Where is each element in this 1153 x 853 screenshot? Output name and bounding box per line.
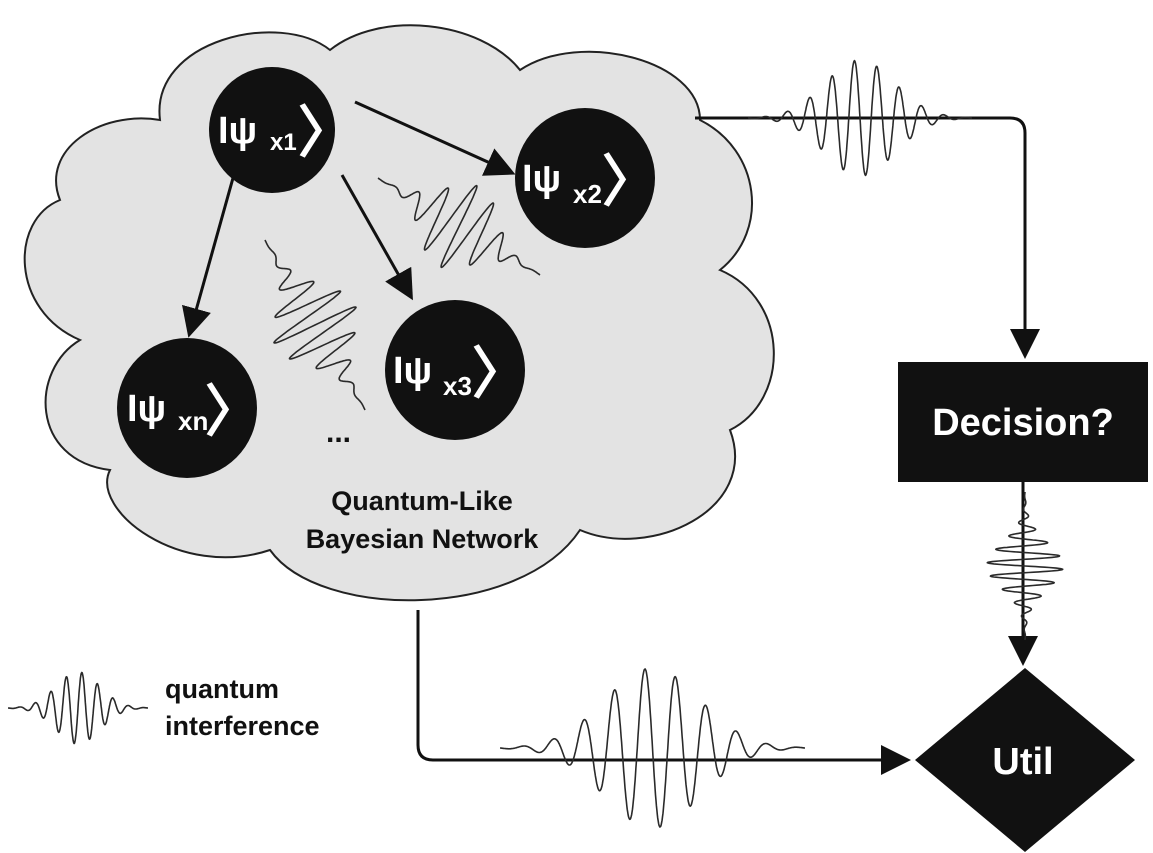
arrow-x1-to-xn bbox=[182, 177, 235, 338]
node-x1-psi: Iψ bbox=[218, 110, 257, 152]
interference-wave-x1-x2 bbox=[377, 177, 541, 276]
arrow-network-to-decision bbox=[695, 116, 1040, 359]
node-xn: Iψ xn 〉 bbox=[117, 338, 261, 478]
interference-wave-vertical bbox=[986, 492, 1064, 640]
node-x3-psi: Iψ bbox=[393, 350, 432, 392]
legend-wave-icon bbox=[8, 671, 148, 745]
node-x3-ket: 〉 bbox=[472, 342, 528, 405]
arrow-x1-to-x3 bbox=[340, 174, 413, 301]
decision-box: Decision? bbox=[898, 362, 1148, 482]
node-x2-subscript: x2 bbox=[573, 179, 602, 209]
util-diamond: Util bbox=[915, 668, 1135, 852]
node-xn-subscript: xn bbox=[178, 406, 208, 436]
node-xn-psi: Iψ bbox=[127, 388, 166, 430]
node-x1-subscript: x1 bbox=[270, 129, 297, 156]
node-x2: Iψ x2 〉 bbox=[515, 108, 658, 248]
node-x1: Iψ x1 〉 bbox=[209, 67, 354, 193]
node-x3-subscript: x3 bbox=[443, 371, 472, 401]
node-x2-ket: 〉 bbox=[602, 150, 658, 213]
interference-wave-bottom bbox=[500, 667, 805, 829]
more-nodes-ellipsis: ... bbox=[326, 416, 351, 449]
node-x3: Iψ x3 〉 bbox=[385, 300, 528, 440]
interference-wave-x1-x3 bbox=[264, 239, 366, 411]
node-xn-ket: 〉 bbox=[205, 380, 261, 443]
arrow-network-to-util bbox=[416, 610, 911, 775]
util-label: Util bbox=[992, 741, 1053, 783]
network-label-line2: Bayesian Network bbox=[306, 524, 540, 554]
node-x2-psi: Iψ bbox=[522, 158, 561, 200]
arrow-x1-to-x2 bbox=[354, 100, 516, 176]
decision-label: Decision? bbox=[932, 402, 1114, 444]
network-label-line1: Quantum-Like bbox=[331, 486, 513, 516]
legend-label-line1: quantum bbox=[165, 674, 279, 704]
legend-label-line2: interference bbox=[165, 711, 320, 741]
node-x1-ket: 〉 bbox=[298, 101, 354, 164]
interference-wave-top bbox=[748, 59, 972, 177]
